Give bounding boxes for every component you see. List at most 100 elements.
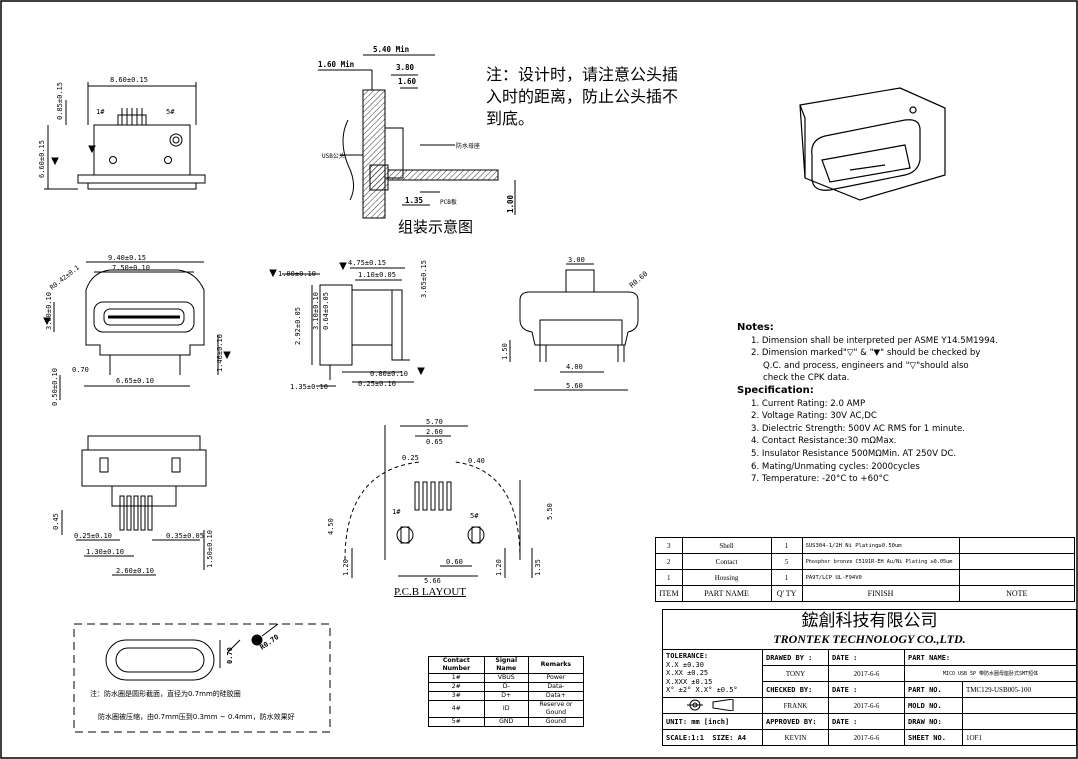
assy-dim-160: 1.60 bbox=[398, 77, 417, 86]
note-line: Q.C. and process, engineers and "▽"shoul… bbox=[763, 360, 969, 371]
side-dim-475: 4.75±0.15 bbox=[348, 259, 386, 267]
assembly-note: 注：设计时，请注意公头插入时的距离，防止公头插不到底。 bbox=[486, 65, 679, 128]
table-row: 3#D+Data+ bbox=[428, 691, 585, 701]
assy-dim-100: 1.00 bbox=[506, 194, 515, 213]
seal-note-2: 防水圈被压缩，由0.7mm压到0.3mm ~ 0.4mm，防水效果好 bbox=[98, 713, 295, 721]
bom-header-row: ITEM PART NAME Q' TY FINISH NOTE bbox=[655, 585, 1076, 602]
drawn-date: 2017-6-6 bbox=[828, 665, 905, 682]
pcb-dim-040: 0.40 bbox=[468, 457, 485, 465]
pcb-layout-caption: P.C.B LAYOUT bbox=[394, 586, 467, 598]
front-dim-300: 3.00±0.10 bbox=[45, 292, 53, 330]
pcb-dim-550: 5.50 bbox=[546, 503, 554, 520]
assembly-view bbox=[318, 54, 516, 219]
pcb-layout-view bbox=[344, 425, 533, 578]
isometric-view bbox=[799, 87, 946, 201]
spec-line: 5. Insulator Resistance 500MΩMin. AT 250… bbox=[751, 448, 957, 459]
side-view bbox=[269, 262, 425, 387]
assembly-caption: 组装示意图 bbox=[398, 218, 474, 236]
front-dim-665: 6.65±0.10 bbox=[116, 377, 154, 385]
front-dim-146: 1.46±0.10 bbox=[216, 334, 224, 372]
note-line: check the CPK data. bbox=[763, 373, 850, 384]
pcb-dim-450: 4.50 bbox=[327, 518, 335, 535]
company-block: 鋐創科技有限公司 TRONTEK TECHNOLOGY CO.,LTD. bbox=[662, 609, 1077, 650]
side-dim-310: 3.10±0.10 bbox=[312, 292, 320, 330]
front-view bbox=[43, 261, 231, 400]
scale-size-cell: SCALE:1:1 SIZE: A4 bbox=[662, 729, 763, 746]
end-dim-560: 5.60 bbox=[566, 382, 583, 390]
bottom-view bbox=[61, 435, 207, 576]
pcb-pin5: 5# bbox=[470, 512, 479, 520]
front-dim-050: 0.50±0.10 bbox=[51, 368, 59, 406]
draw-no bbox=[962, 713, 1077, 730]
sheet-no: 1OF1 bbox=[962, 729, 1077, 746]
spec-line: 4. Contact Resistance:30 mΩMax. bbox=[751, 436, 897, 447]
spec-line: 1. Current Rating: 2.0 AMP bbox=[751, 398, 866, 409]
top-pin5: 5# bbox=[166, 108, 175, 116]
end-view bbox=[509, 263, 639, 391]
seal-note-1: 注：防水圈是圆形截面，直径为0.7mm的硅胶圈 bbox=[90, 690, 241, 698]
mold-no bbox=[962, 697, 1077, 714]
pcb-dim-260: 2.60 bbox=[426, 428, 443, 436]
seal-detail-view bbox=[73, 623, 331, 733]
company-name-en: TRONTEK TECHNOLOGY CO.,LTD. bbox=[773, 632, 966, 646]
drawn-by: TONY bbox=[762, 665, 829, 682]
bom-table: 3 Shell 1 SUS304-1/2H Ni Plating≥0.50um … bbox=[655, 537, 1076, 602]
tolerance-cell: TOLERANCE: X.X ±0.30 X.XX ±0.25 X.XXX ±0… bbox=[662, 649, 763, 698]
top-dim-085: 0.85±0.15 bbox=[56, 82, 64, 120]
front-dim-070: 0.70 bbox=[72, 366, 89, 374]
unit-cell: UNIT: mm [inch] bbox=[662, 713, 763, 730]
bottom-dim-130: 1.30±0.10 bbox=[86, 548, 124, 556]
end-dim-150: 1.50 bbox=[501, 343, 509, 360]
table-row: 3 Shell 1 SUS304-1/2H Ni Plating≥0.50um bbox=[655, 537, 1076, 554]
pin-header: Remarks bbox=[527, 656, 585, 674]
front-dim-750: 7.50±0.10 bbox=[112, 264, 150, 272]
top-dim-width: 8.60±0.15 bbox=[110, 76, 148, 84]
part-name: MICO USB 5P 带防水圈母座卧式SMT短体 bbox=[904, 665, 1077, 682]
side-dim-135: 1.35±0.10 bbox=[290, 383, 328, 391]
assy-label-usb: USB公头 bbox=[322, 152, 345, 160]
spec-line: 2. Voltage Rating: 30V AC,DC bbox=[751, 411, 877, 422]
pcb-dim-135: 1.35 bbox=[534, 559, 542, 576]
pcb-dim-065: 0.65 bbox=[426, 438, 443, 446]
side-dim-292: 2.92±0.05 bbox=[294, 307, 302, 345]
bottom-dim-025: 0.25±0.10 bbox=[74, 532, 112, 540]
pin-header: Signal Name bbox=[483, 656, 529, 674]
side-dim-110: 1.10±0.05 bbox=[358, 271, 396, 279]
assy-label-pcb: PCB板 bbox=[440, 198, 457, 206]
approved-date: 2017-6-6 bbox=[828, 729, 905, 746]
notes-title: Notes: bbox=[737, 322, 774, 333]
title-block: TOLERANCE: X.X ±0.30 X.XX ±0.25 X.XXX ±0… bbox=[662, 649, 1077, 746]
approved-by: KEVIN bbox=[762, 729, 829, 746]
end-dim-400: 4.00 bbox=[566, 363, 583, 371]
pcb-dim-060: 0.60 bbox=[446, 558, 463, 566]
assy-dim-160min: 1.60 Min bbox=[318, 60, 354, 69]
checked-by: FRANK bbox=[762, 697, 829, 714]
top-view bbox=[44, 82, 206, 190]
spec-line: 7. Temperature: -20°C to +60°C bbox=[751, 474, 889, 485]
note-line: 2. Dimension marked"▽" & "▼" should be c… bbox=[751, 348, 981, 359]
table-row: 2 Contact 5 Phosphor bronze C5191R-EH Au… bbox=[655, 553, 1076, 570]
end-dim-300: 3.00 bbox=[568, 256, 585, 264]
checked-date: 2017-6-6 bbox=[828, 697, 905, 714]
spec-line: 3. Dielectric Strength: 500V AC RMS for … bbox=[751, 423, 966, 434]
pcb-pin1: 1# bbox=[392, 508, 401, 516]
note-line: 1. Dimension shall be interpreted per AS… bbox=[751, 335, 998, 346]
side-dim-064: 0.64±0.05 bbox=[322, 292, 330, 330]
pcb-dim-120b: 1.20 bbox=[495, 559, 503, 576]
top-pin1: 1# bbox=[96, 108, 105, 116]
front-dim-940: 9.40±0.15 bbox=[108, 254, 146, 262]
projection-symbol bbox=[662, 697, 763, 714]
side-dim-100: 1.00±0.10 bbox=[278, 270, 316, 278]
assy-dim-135: 1.35 bbox=[405, 196, 423, 205]
assy-dim-540: 5.40 Min bbox=[373, 45, 409, 54]
spec-line: 6. Mating/Unmating cycles: 2000cycles bbox=[751, 461, 920, 472]
pcb-dim-025: 0.25 bbox=[402, 454, 419, 462]
pcb-dim-120a: 1.20 bbox=[342, 559, 350, 576]
projection-icon bbox=[686, 698, 733, 712]
